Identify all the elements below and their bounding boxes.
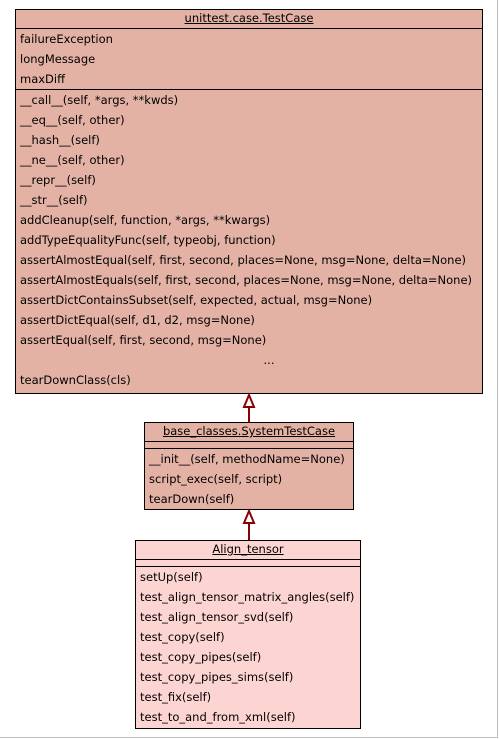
class-title: base_classes.SystemTestCase [145, 423, 353, 442]
attributes-section [145, 442, 353, 449]
inheritance-arrow-align-to-system [242, 508, 256, 540]
method-row: test_align_tensor_svd(self) [140, 610, 294, 624]
method-row: tearDownClass(cls) [20, 373, 131, 387]
method-row: __ne__(self, other) [20, 153, 125, 167]
method-row: __init__(self, methodName=None) [149, 452, 345, 466]
attributes-section [136, 560, 360, 567]
methods-section: setUp(self) test_align_tensor_matrix_ang… [136, 567, 360, 727]
class-title: Align_tensor [136, 541, 360, 560]
class-box-align-tensor[interactable]: Align_tensor setUp(self) test_align_tens… [135, 540, 361, 729]
method-row: test_copy_pipes_sims(self) [140, 670, 294, 684]
method-row: test_fix(self) [140, 690, 212, 704]
class-box-unittest-testcase[interactable]: unittest.case.TestCase failureException … [15, 9, 483, 394]
method-row: addCleanup(self, function, *args, **kwar… [20, 213, 271, 227]
attribute-row: failureException [20, 32, 113, 46]
attribute-row: longMessage [20, 52, 96, 66]
method-row: assertDictEqual(self, d1, d2, msg=None) [20, 313, 255, 327]
method-row: __hash__(self) [20, 133, 100, 147]
method-row: __str__(self) [20, 193, 88, 207]
method-row: assertDictContainsSubset(self, expected,… [20, 293, 373, 307]
method-row: __repr__(self) [20, 173, 96, 187]
ellipsis-row: ... [263, 353, 275, 367]
method-row: setUp(self) [140, 570, 203, 584]
class-title: unittest.case.TestCase [16, 10, 482, 29]
method-row: assertEqual(self, first, second, msg=Non… [20, 333, 267, 347]
method-row: test_align_tensor_matrix_angles(self) [140, 590, 355, 604]
method-row: assertAlmostEquals(self, first, second, … [20, 273, 473, 287]
method-row: assertAlmostEqual(self, first, second, p… [20, 253, 467, 267]
method-row: test_copy(self) [140, 630, 225, 644]
method-row: tearDown(self) [149, 492, 235, 506]
method-row: test_to_and_from_xml(self) [140, 710, 296, 724]
method-row: __eq__(self, other) [20, 113, 125, 127]
inheritance-arrow-system-to-testcase [242, 392, 256, 422]
method-row: addTypeEqualityFunc(self, typeobj, funct… [20, 233, 276, 247]
attributes-section: failureException longMessage maxDiff [16, 29, 482, 90]
methods-section: __call__(self, *args, **kwds) __eq__(sel… [16, 90, 482, 390]
attribute-row: maxDiff [20, 72, 66, 86]
method-row: __call__(self, *args, **kwds) [20, 93, 179, 107]
methods-section: __init__(self, methodName=None) script_e… [145, 449, 353, 509]
method-row: test_copy_pipes(self) [140, 650, 262, 664]
method-row: script_exec(self, script) [149, 472, 283, 486]
class-box-systemtestcase[interactable]: base_classes.SystemTestCase __init__(sel… [144, 422, 354, 510]
